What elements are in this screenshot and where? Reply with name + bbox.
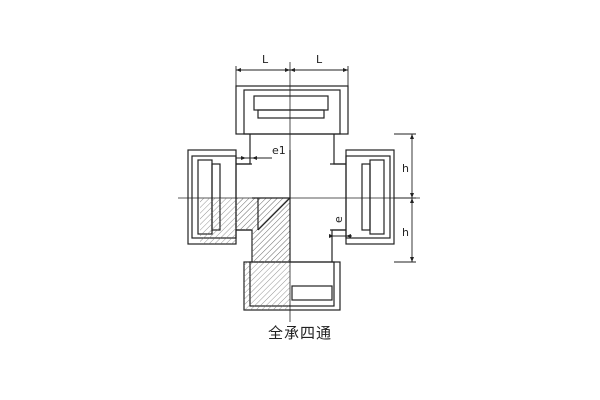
top-socket — [235, 85, 349, 150]
dimension-label-h-upper: h — [402, 162, 409, 175]
dimension-label-e1: e1 — [272, 144, 286, 157]
dimension-body-wall — [329, 234, 352, 238]
dimension-label-length-left: L — [262, 53, 269, 66]
cross-body — [200, 150, 346, 310]
dimension-socket-wall — [236, 156, 272, 160]
dimension-label-e: e — [332, 216, 345, 223]
dimension-label-length-right: L — [316, 53, 323, 66]
diagram-caption: 全承四通 — [267, 324, 332, 342]
dimension-height — [394, 133, 416, 263]
dimension-label-h-lower: h — [402, 226, 409, 239]
dimension-length — [235, 66, 349, 86]
